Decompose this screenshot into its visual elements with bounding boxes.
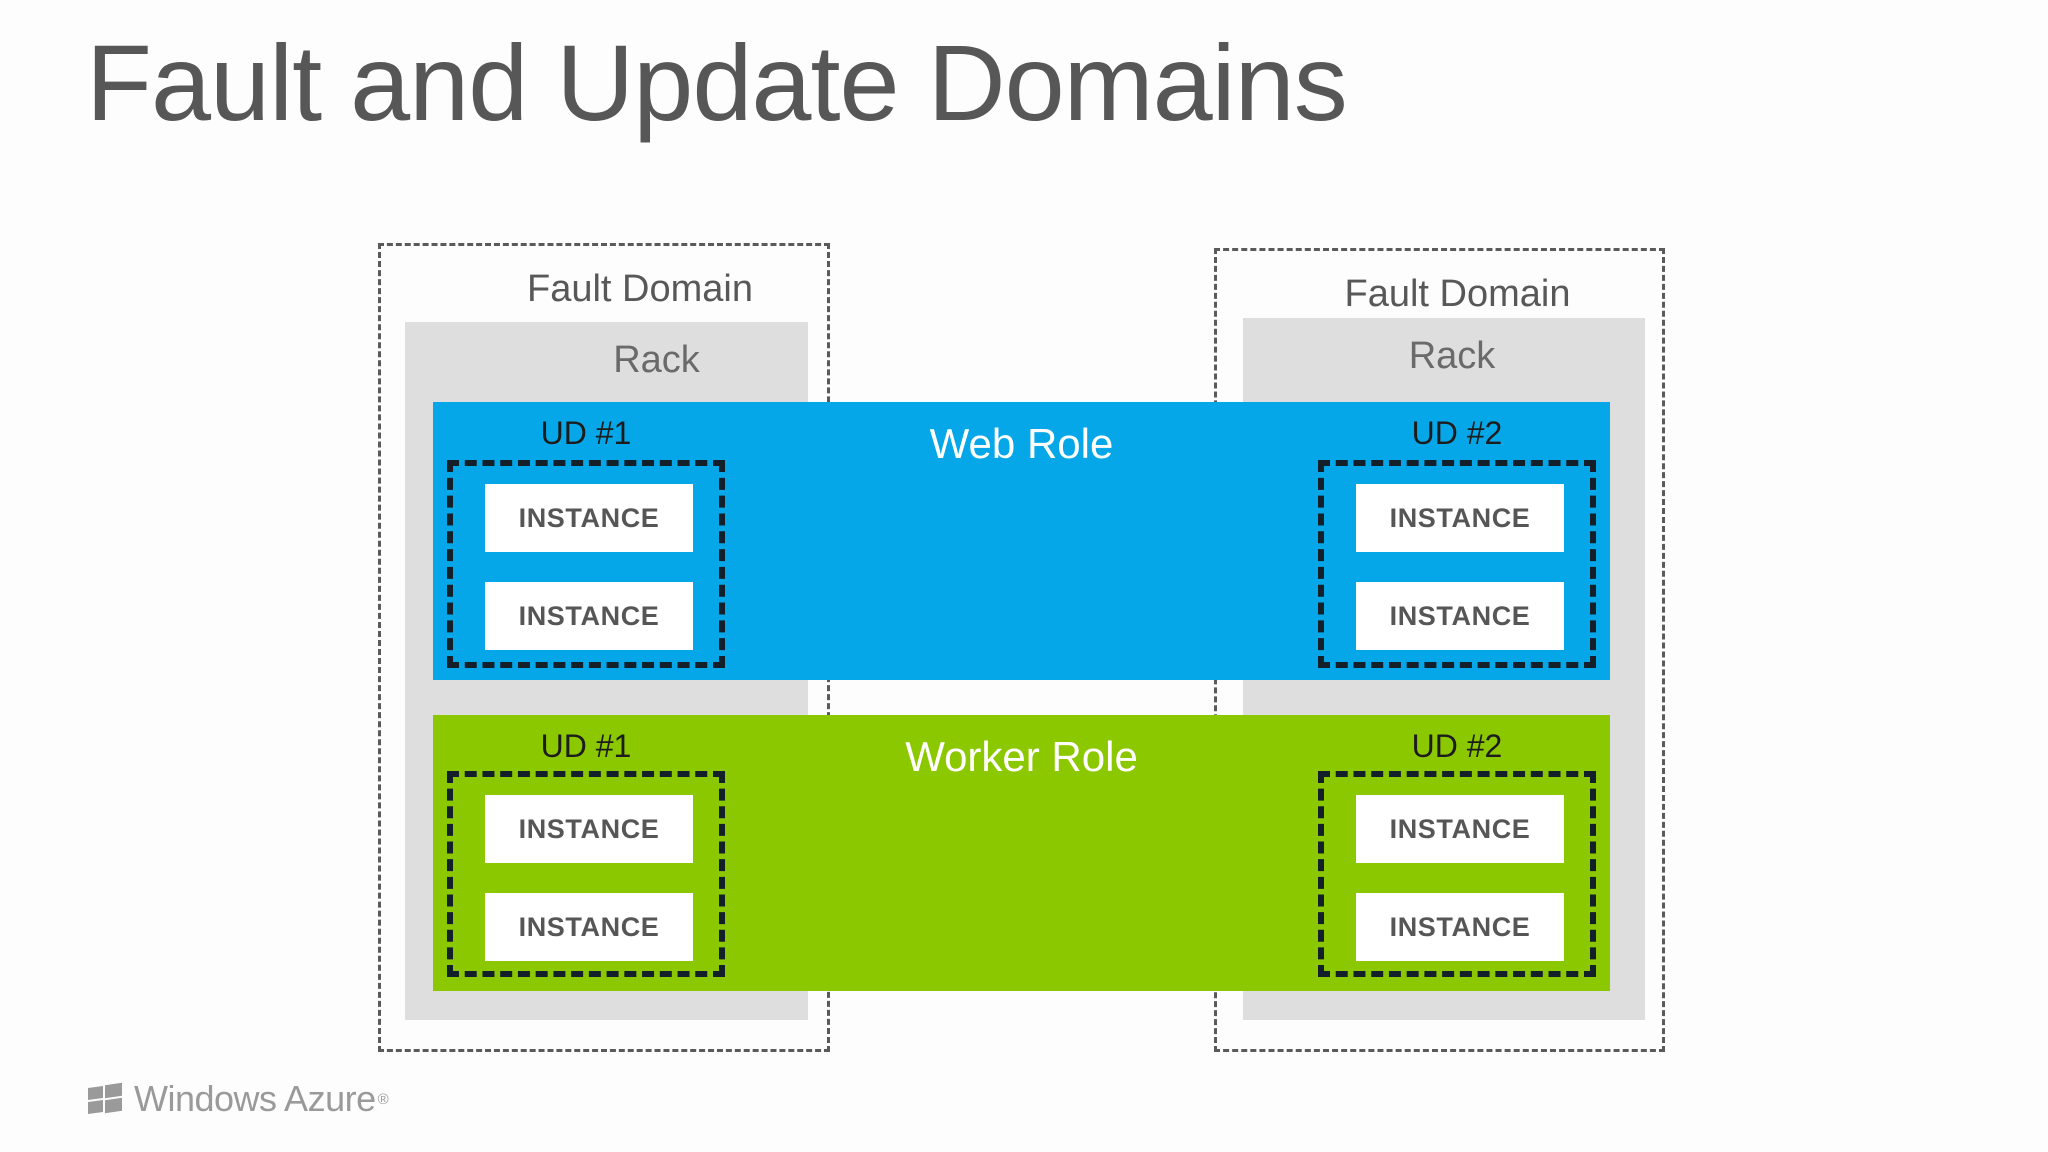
instance-label: INSTANCE [518, 911, 660, 942]
trademark-symbol: ® [377, 1090, 389, 1108]
instance-label: INSTANCE [1389, 502, 1531, 533]
windows-azure-logo: Windows Azure ® [88, 1077, 389, 1121]
update-domain-label: UD #2 [1411, 728, 1503, 764]
update-domain-dashed-box: INSTANCE INSTANCE [1318, 771, 1596, 977]
worker-role-title: Worker Role [905, 733, 1138, 780]
update-domain-dashed-box: INSTANCE INSTANCE [447, 771, 725, 977]
instance-card[interactable]: INSTANCE [1356, 893, 1564, 961]
instance-card[interactable]: INSTANCE [485, 484, 693, 552]
instance-card[interactable]: INSTANCE [1356, 795, 1564, 863]
instance-label: INSTANCE [1389, 600, 1531, 631]
windows-flag-icon [88, 1082, 122, 1115]
worker-role-update-domain-2: UD #2 INSTANCE INSTANCE [1304, 715, 1610, 991]
instance-label: INSTANCE [518, 600, 660, 631]
rack-label: Rack [1408, 335, 1496, 377]
instance-label: INSTANCE [518, 813, 660, 844]
instance-card[interactable]: INSTANCE [485, 582, 693, 650]
instance-card[interactable]: INSTANCE [485, 893, 693, 961]
update-domain-dashed-box: INSTANCE INSTANCE [447, 460, 725, 668]
web-role-update-domain-1: UD #1 INSTANCE INSTANCE [433, 402, 739, 680]
instance-label: INSTANCE [518, 502, 660, 533]
update-domain-label: UD #1 [540, 415, 632, 451]
instance-card[interactable]: INSTANCE [485, 795, 693, 863]
instance-card[interactable]: INSTANCE [1356, 582, 1564, 650]
fault-domain-label: Fault Domain [527, 268, 753, 310]
worker-role-update-domain-1: UD #1 INSTANCE INSTANCE [433, 715, 739, 991]
web-role-update-domain-2: UD #2 INSTANCE INSTANCE [1304, 402, 1610, 680]
update-domain-label: UD #1 [540, 728, 632, 764]
instance-label: INSTANCE [1389, 813, 1531, 844]
instance-label: INSTANCE [1389, 911, 1531, 942]
update-domain-label: UD #2 [1411, 415, 1503, 451]
worker-role-band: Worker Role UD #1 INSTANCE INSTANCE UD #… [433, 715, 1610, 991]
rack-label: Rack [613, 339, 700, 381]
instance-card[interactable]: INSTANCE [1356, 484, 1564, 552]
fault-domain-label: Fault Domain [1344, 273, 1571, 315]
web-role-band: Web Role UD #1 INSTANCE INSTANCE UD #2 I… [433, 402, 1610, 680]
update-domain-dashed-box: INSTANCE INSTANCE [1318, 460, 1596, 668]
web-role-title: Web Role [929, 420, 1114, 467]
page-title: Fault and Update Domains [86, 22, 1348, 143]
windows-azure-wordmark: Windows Azure [134, 1078, 376, 1119]
